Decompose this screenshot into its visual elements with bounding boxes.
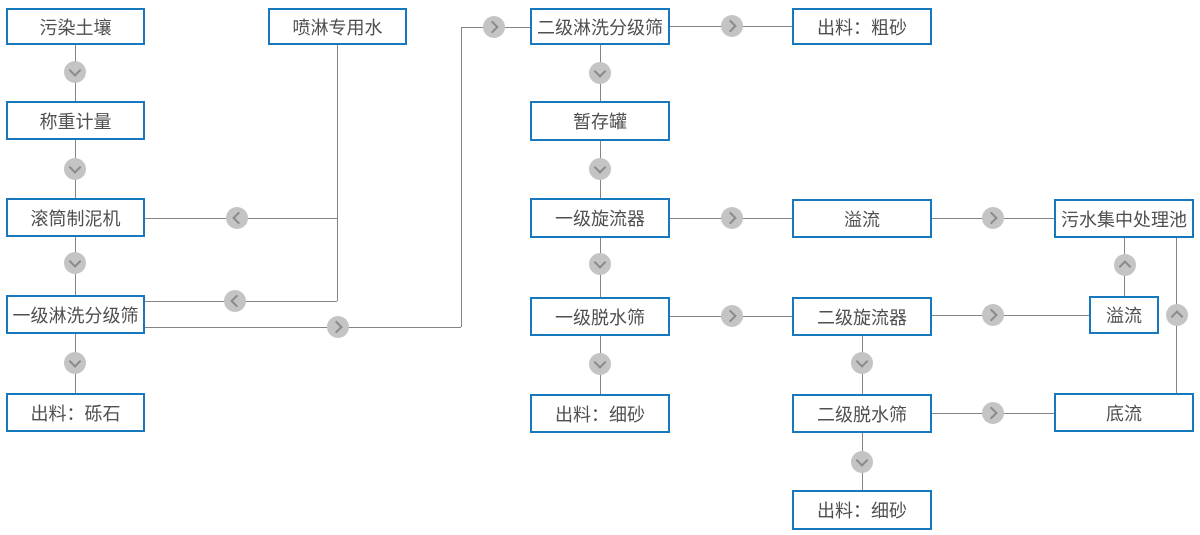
arrow-down-icon — [64, 252, 86, 274]
arrow-down-icon — [589, 353, 611, 375]
node-stage2-cyclone: 二级旋流器 — [792, 297, 932, 336]
node-stage1-dewatering-screen: 一级脱水筛 — [530, 297, 670, 336]
arrow-down-icon — [64, 352, 86, 374]
connector-line — [461, 27, 462, 327]
connector-line — [337, 45, 338, 301]
arrow-down-icon — [589, 158, 611, 180]
arrow-up-icon — [1166, 304, 1188, 326]
arrow-left-icon — [224, 290, 246, 312]
arrow-down-icon — [64, 158, 86, 180]
node-output-coarse-sand: 出料：粗砂 — [792, 8, 932, 45]
arrow-right-icon — [327, 316, 349, 338]
arrow-right-icon — [483, 16, 505, 38]
connector-line — [145, 327, 461, 328]
node-spray-water: 喷淋专用水 — [268, 8, 407, 45]
node-overflow-2: 溢流 — [1089, 296, 1159, 334]
arrow-left-icon — [226, 207, 248, 229]
node-contaminated-soil: 污染土壤 — [6, 8, 145, 45]
node-output-fine-sand-1: 出料：细砂 — [530, 394, 670, 433]
arrow-down-icon — [851, 352, 873, 374]
node-underflow: 底流 — [1054, 393, 1194, 432]
node-stage1-cyclone: 一级旋流器 — [530, 198, 670, 238]
node-stage2-washing-screen: 二级淋洗分级筛 — [530, 8, 670, 45]
arrow-right-icon — [721, 15, 743, 37]
arrow-right-icon — [982, 304, 1004, 326]
node-buffer-tank: 暂存罐 — [530, 101, 670, 141]
node-drum-mud-maker: 滚筒制泥机 — [6, 198, 145, 237]
node-sewage-treatment-pool: 污水集中处理池 — [1054, 199, 1194, 238]
arrow-right-icon — [721, 207, 743, 229]
arrow-down-icon — [589, 62, 611, 84]
connector-line — [932, 315, 1089, 316]
arrow-down-icon — [851, 451, 873, 473]
arrow-right-icon — [721, 305, 743, 327]
node-overflow-1: 溢流 — [792, 199, 932, 238]
node-weighing: 称重计量 — [6, 101, 145, 140]
arrow-down-icon — [589, 253, 611, 275]
node-output-gravel: 出料：砾石 — [6, 393, 145, 432]
node-output-fine-sand-2: 出料：细砂 — [792, 490, 932, 530]
arrow-right-icon — [982, 207, 1004, 229]
arrow-right-icon — [982, 402, 1004, 424]
node-stage1-washing-screen: 一级淋洗分级筛 — [6, 295, 145, 334]
node-stage2-dewatering-screen: 二级脱水筛 — [792, 394, 932, 433]
arrow-down-icon — [64, 61, 86, 83]
arrow-up-icon — [1114, 254, 1136, 276]
